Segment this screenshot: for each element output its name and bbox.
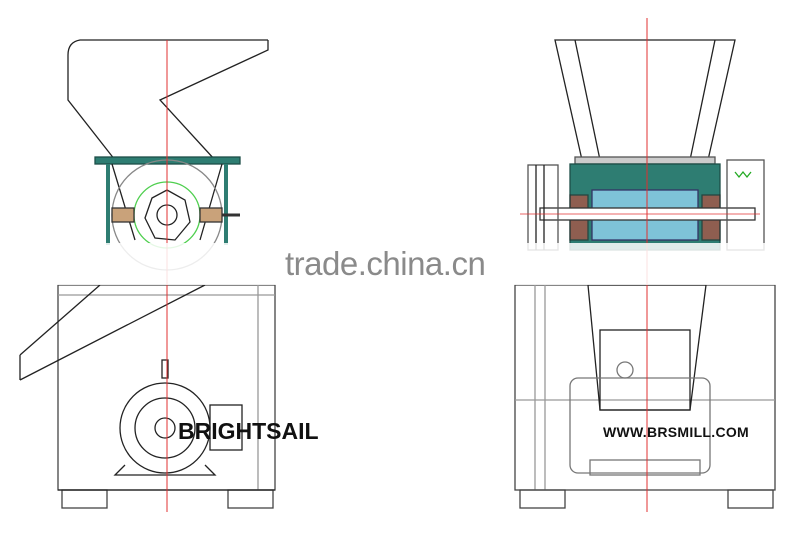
watermark-band bbox=[0, 243, 800, 285]
side-foot-left bbox=[61, 489, 108, 509]
front-foot-left bbox=[519, 489, 566, 509]
front-body bbox=[514, 284, 776, 491]
front-motor bbox=[569, 377, 711, 474]
side-discharge-chute bbox=[19, 284, 206, 381]
brand-label: BRIGHTSAIL bbox=[178, 418, 319, 444]
front-hopper bbox=[554, 39, 736, 161]
front-foot-right bbox=[727, 489, 774, 509]
side-foot-right bbox=[227, 489, 274, 509]
watermark-text: trade.china.cn bbox=[285, 245, 486, 282]
website-label: WWW.BRSMILL.COM bbox=[603, 424, 750, 440]
side-hopper bbox=[67, 39, 269, 161]
